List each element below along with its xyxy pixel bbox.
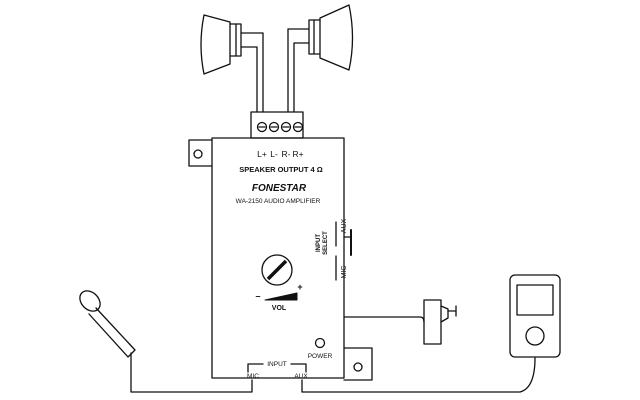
- input-select-mic-label: MIC: [341, 266, 348, 279]
- input-mic-label: MIC: [247, 373, 259, 380]
- right-speaker-icon: [308, 4, 354, 71]
- brand-logo: FONESTAR: [252, 183, 307, 194]
- microphone-icon: [79, 290, 136, 358]
- terminal-label-r-plus: R+: [292, 149, 303, 159]
- terminal-block: [250, 111, 304, 139]
- terminal-label-l-plus: L+: [257, 149, 267, 159]
- aux-cable: [301, 357, 536, 393]
- power-led-icon: [314, 337, 326, 349]
- volume-plus-label: +: [297, 282, 302, 292]
- volume-label: VOL: [272, 305, 287, 312]
- amplifier-body: [188, 137, 373, 381]
- input-select-aux-label: AUX: [341, 218, 348, 233]
- speaker-output-label: SPEAKER OUTPUT 4 Ω: [239, 165, 323, 174]
- volume-minus-label: –: [255, 291, 260, 301]
- input-select-title-line1: INPUT: [316, 234, 322, 252]
- model-label: WA-2150 AUDIO AMPLIFIER: [236, 198, 321, 205]
- terminal-label-l-minus: L-: [270, 149, 278, 159]
- terminal-label-r-minus: R-: [282, 149, 291, 159]
- volume-scale-icon: [264, 292, 298, 301]
- mic-cable: [130, 352, 253, 393]
- speaker-wires: [240, 28, 310, 113]
- power-adapter-icon: [423, 299, 457, 345]
- media-player-icon: [509, 274, 561, 358]
- volume-knob[interactable]: [261, 254, 293, 286]
- input-select-title-line2: SELECT: [323, 231, 329, 255]
- left-speaker-icon: [200, 14, 242, 75]
- power-label: POWER: [308, 353, 333, 360]
- power-cable: [343, 316, 425, 323]
- input-title-label: INPUT: [267, 361, 287, 368]
- input-bracket: [247, 363, 307, 373]
- terminal-labels: L+ L- R- R+: [257, 149, 303, 159]
- input-aux-label: AUX: [294, 373, 308, 380]
